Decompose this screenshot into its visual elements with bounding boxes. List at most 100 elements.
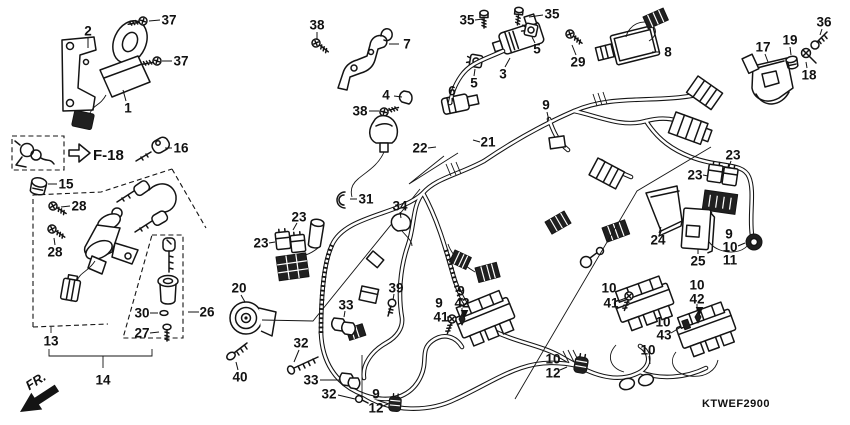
callout-leader [670, 326, 682, 334]
callout-label-3: 3 [499, 67, 507, 82]
callout-label-18: 18 [801, 68, 817, 83]
group13-boundary [32, 168, 207, 328]
bolt-part18 [800, 47, 817, 64]
callout-label-4: 4 [382, 88, 390, 103]
callout-label-28: 28 [71, 199, 87, 214]
callout-label-23: 23 [253, 236, 269, 251]
callout-leader [53, 237, 56, 246]
callout-label-1: 1 [124, 101, 132, 116]
callout-label-9: 9 [542, 98, 550, 113]
callout-label-30: 30 [134, 306, 149, 321]
callout-label-31: 31 [358, 192, 374, 207]
callout-leader [764, 53, 769, 63]
callout-label-19: 19 [782, 33, 797, 48]
screw-29 [563, 27, 586, 46]
callout-label-10: 10 [689, 278, 704, 293]
callout-label-9: 9 [435, 296, 443, 311]
callout-leader [382, 403, 389, 407]
horn-part20 [229, 188, 421, 337]
callout-leader [531, 36, 536, 44]
bracket-part7 [337, 28, 393, 91]
relay-23a [274, 227, 292, 251]
spark-plug-cap-part6 [440, 93, 480, 115]
callout-leader [473, 68, 476, 77]
callout-label-11: 11 [723, 253, 738, 268]
callout-leader [617, 297, 627, 302]
clip-part31 [336, 191, 346, 209]
callout-leader [504, 57, 511, 68]
ignition-switch-part13 [59, 207, 139, 303]
bolt-part40 [226, 342, 248, 361]
f18-reference-group [11, 135, 91, 171]
callout-label-35: 35 [544, 7, 560, 22]
callout-label-41: 41 [603, 296, 619, 311]
callout-label-5: 5 [533, 42, 541, 57]
screw-28a [47, 200, 70, 217]
callout-leader [337, 394, 356, 400]
callout-leader [293, 349, 300, 363]
callout-leader [702, 174, 709, 177]
callout-leader [474, 18, 484, 21]
callout-label-13: 13 [43, 334, 59, 349]
screw-part36 [810, 31, 828, 50]
callout-label-42: 42 [689, 292, 704, 307]
fuse-box-right2 [672, 299, 741, 360]
relay-23b [289, 230, 307, 254]
callout-label-32: 32 [293, 336, 308, 351]
callout-label-23: 23 [291, 210, 307, 225]
callout-leader [60, 205, 71, 208]
callout-leader [268, 241, 276, 244]
screw-part32-long [286, 356, 319, 375]
callout-leader [805, 61, 808, 69]
callout-label-33: 33 [303, 373, 319, 388]
callout-label-25: 25 [690, 254, 706, 269]
callout-label-12: 12 [545, 366, 560, 381]
callout-label-10: 10 [601, 281, 616, 296]
callout-label-20: 20 [231, 281, 246, 296]
bolt-part39 [358, 285, 397, 317]
callout-label-9: 9 [725, 227, 733, 242]
callout-leader [343, 310, 346, 318]
callout-leader [399, 211, 402, 219]
callout-leader [648, 355, 651, 365]
callout-label-10: 10 [655, 315, 670, 330]
callout-label-16: 16 [173, 141, 189, 156]
callout-label-37: 37 [161, 13, 176, 28]
drawing-code: KTWEF2900 [702, 398, 770, 410]
callout-label-17: 17 [755, 40, 770, 55]
clip-43 [681, 318, 692, 331]
callout-leader [472, 139, 481, 143]
callout-label-12: 12 [368, 401, 383, 416]
callout-label-24: 24 [650, 233, 666, 248]
callout-label-26: 26 [199, 305, 215, 320]
fr-label: FR. [23, 369, 49, 393]
callout-label-21: 21 [480, 135, 496, 150]
callout-label-8: 8 [664, 45, 672, 60]
clamps-part33-upper [331, 317, 356, 336]
harness-thin-wires [289, 152, 750, 397]
callout-leader [292, 222, 298, 231]
callout-label-27: 27 [134, 326, 149, 341]
key-set [116, 180, 177, 233]
reference-arrow-icon [68, 143, 91, 163]
rubber-boot [350, 114, 399, 198]
callout-label-38: 38 [309, 18, 325, 33]
condenser [307, 218, 325, 249]
bolt-part32-small [354, 394, 369, 404]
screw-28b [45, 222, 69, 240]
separator-line [514, 146, 712, 400]
callout-label-33: 33 [338, 298, 354, 313]
key-part16 [135, 136, 171, 162]
callout-label-37: 37 [173, 54, 188, 69]
clamps-part33-lower [339, 372, 361, 390]
cdi-unit-part8 [594, 7, 669, 66]
grommet-part9-10-11 [745, 233, 763, 251]
pin-part30 [159, 309, 169, 317]
fuse-block [701, 189, 739, 215]
callout-leader [392, 293, 395, 301]
box-part25 [680, 207, 716, 254]
callout-label-42: 42 [454, 296, 469, 311]
callout-label-23: 23 [687, 168, 703, 183]
